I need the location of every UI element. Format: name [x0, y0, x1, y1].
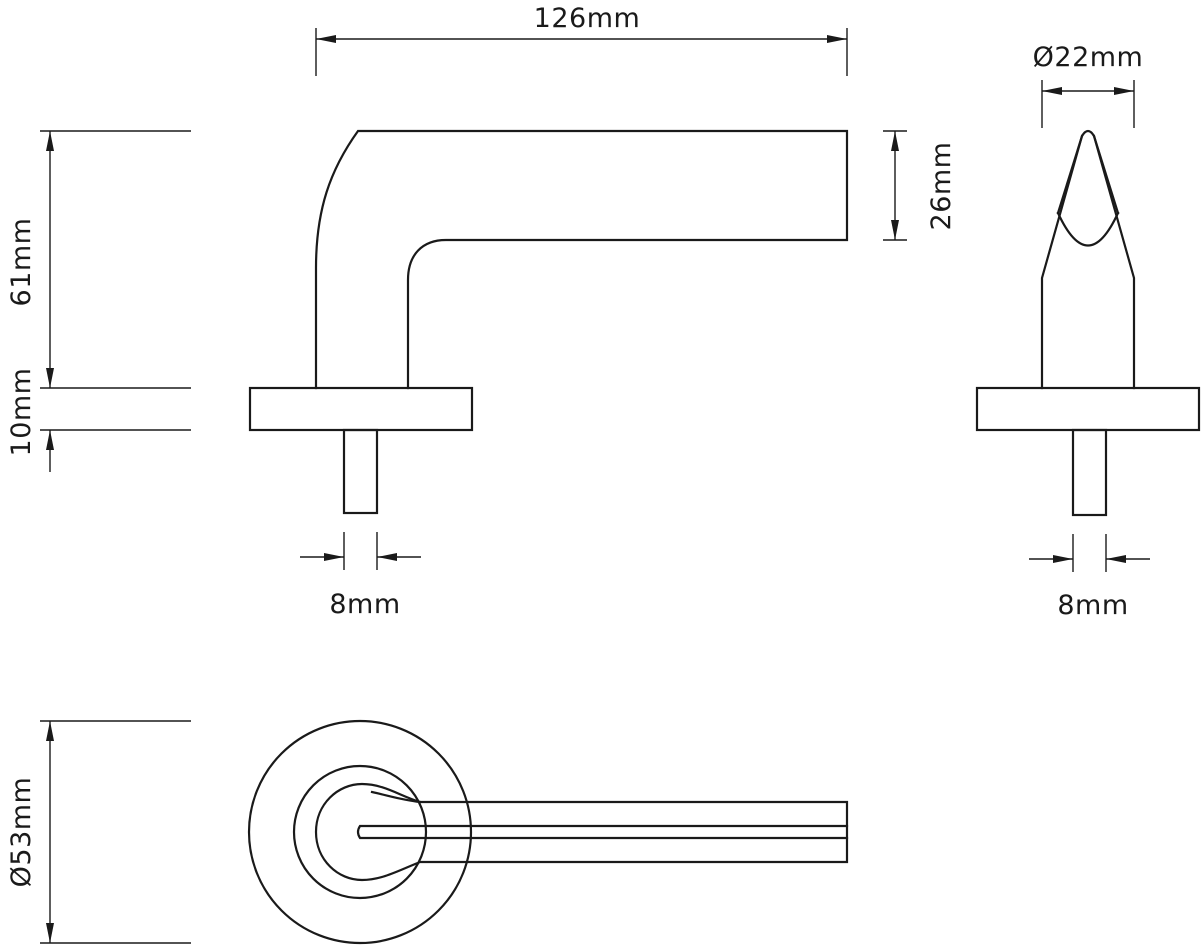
rose-side	[248, 386, 474, 432]
end-view	[975, 129, 1201, 517]
grip-profile	[1040, 129, 1136, 390]
spindle-side	[342, 428, 379, 515]
top-view	[247, 719, 849, 945]
lever-top-outer	[314, 782, 849, 882]
grip-inner-curve	[1056, 211, 1120, 247]
dim-handle-diameter: Ø22mm	[1033, 42, 1144, 128]
label-spindle-end: 8mm	[1057, 590, 1128, 621]
grip-inner-right	[1092, 134, 1120, 215]
label-handle-length: 126mm	[534, 3, 641, 34]
lever-top-slot	[356, 824, 849, 840]
dim-handle-length: 126mm	[315, 3, 848, 76]
spindle-end	[1071, 428, 1108, 517]
lever-outline	[314, 129, 849, 390]
rose-outer-circle	[247, 719, 473, 945]
dim-handle-height: 61mm	[6, 130, 191, 431]
grip-inner-left	[1056, 134, 1084, 215]
dim-spindle-side: 8mm	[300, 532, 421, 620]
label-lever-height: 26mm	[926, 142, 957, 231]
label-handle-height: 61mm	[6, 218, 37, 307]
lever-top-arc-bridge	[370, 790, 422, 804]
dim-lever-height: 26mm	[883, 130, 957, 241]
dim-rose-diameter: Ø53mm	[6, 720, 191, 944]
side-view	[248, 129, 849, 515]
label-spindle-side: 8mm	[329, 589, 400, 620]
rose-end	[975, 386, 1201, 432]
label-handle-diameter: Ø22mm	[1033, 42, 1144, 73]
label-rose-diameter: Ø53mm	[6, 777, 37, 888]
dim-rose-thickness: 10mm	[6, 368, 54, 472]
dim-spindle-end: 8mm	[1029, 534, 1150, 621]
rose-middle-circle	[292, 764, 428, 900]
label-rose-thickness: 10mm	[6, 368, 37, 457]
